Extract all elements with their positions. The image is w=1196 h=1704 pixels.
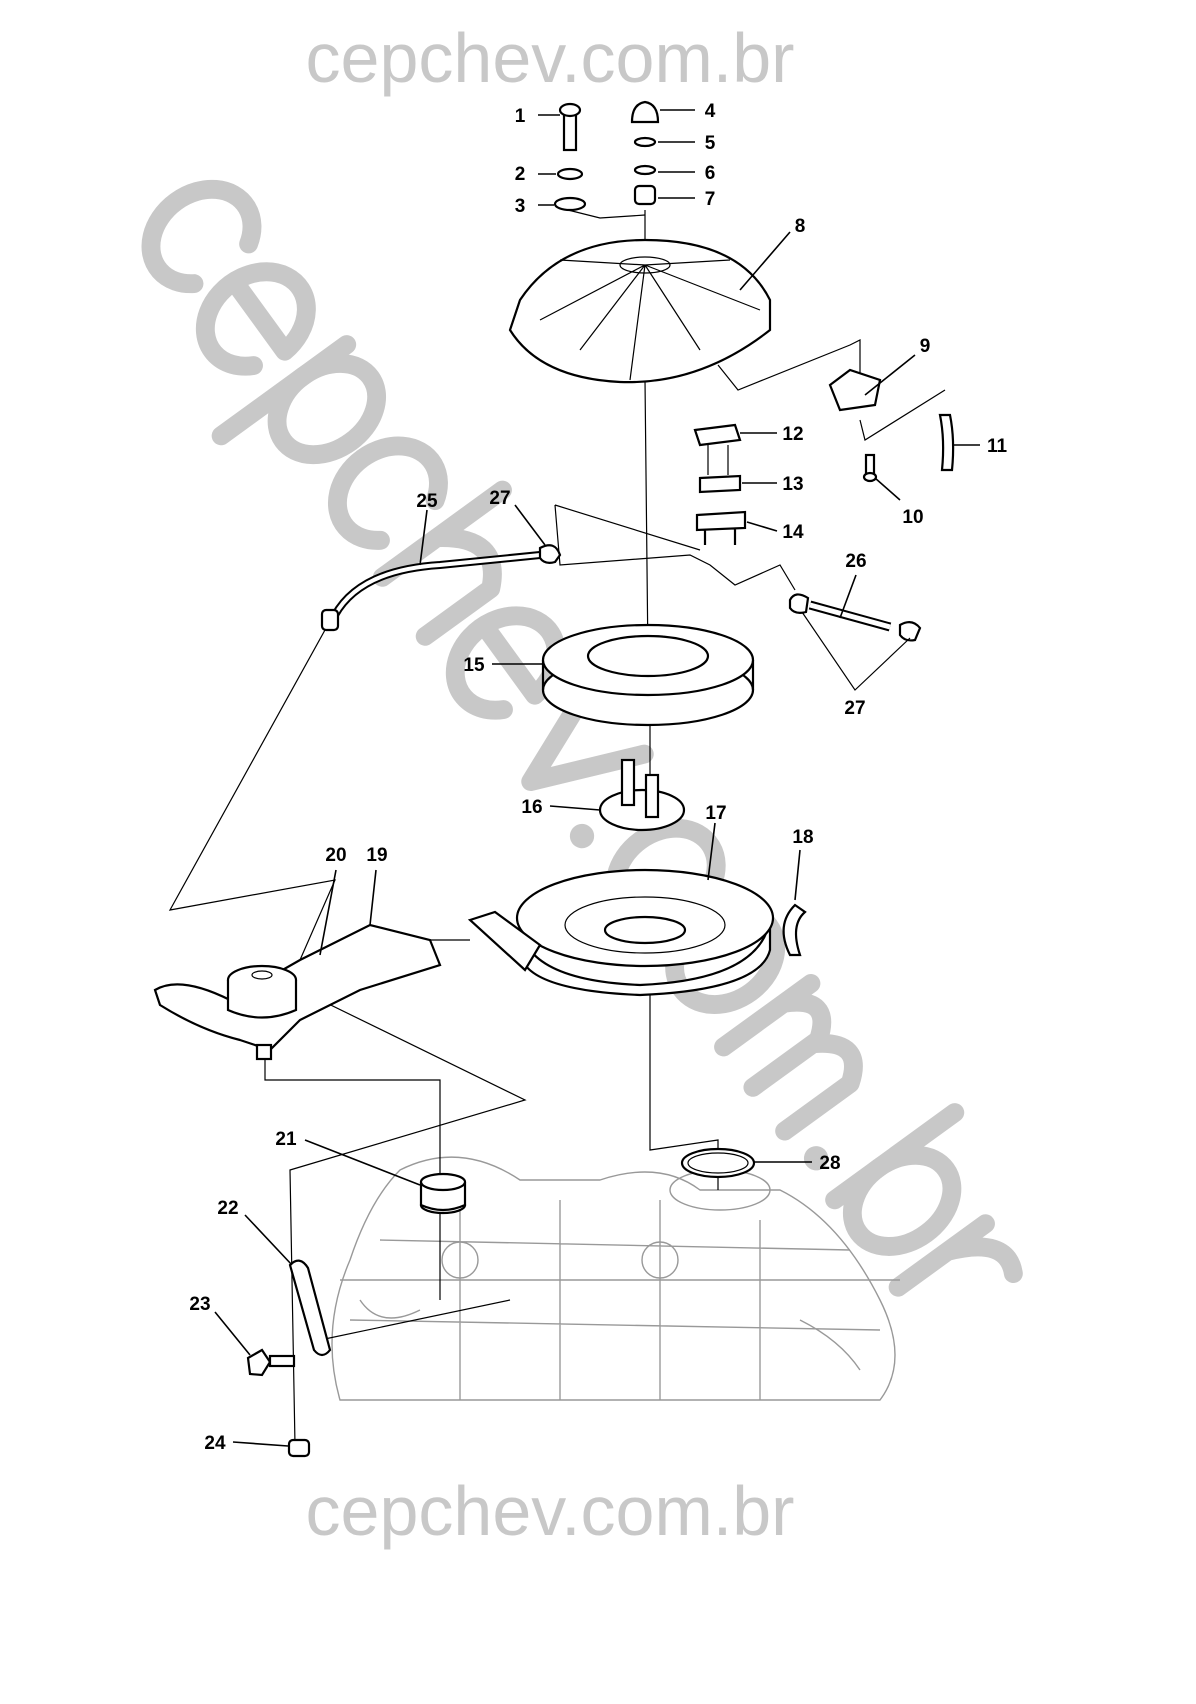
callout-12: 12 xyxy=(782,424,803,445)
callout-leaders xyxy=(214,109,980,1447)
callout-6: 6 xyxy=(705,163,716,184)
callout-27-lower: 27 xyxy=(844,698,865,719)
callout-10: 10 xyxy=(902,507,923,528)
part-sensor-9 xyxy=(828,368,882,412)
callout-17: 17 xyxy=(705,803,726,824)
callout-23: 23 xyxy=(189,1294,210,1315)
engine-outline xyxy=(331,1156,900,1401)
callout-16: 16 xyxy=(521,797,542,818)
part-gasket-13 xyxy=(698,474,742,494)
callout-26: 26 xyxy=(845,551,866,572)
watermark-bottom: cepchev.com.br xyxy=(306,1472,795,1550)
part-cap-24 xyxy=(287,1438,311,1458)
part-screw-10 xyxy=(862,453,878,483)
part-snorkel-19-20 xyxy=(153,923,470,1061)
callout-14: 14 xyxy=(782,522,804,543)
part-bracket-22 xyxy=(288,1259,332,1357)
part-gasket-28 xyxy=(680,1147,756,1179)
part-bracket-14 xyxy=(695,510,747,545)
callout-2: 2 xyxy=(515,164,526,185)
callout-20: 20 xyxy=(325,845,346,866)
callout-3: 3 xyxy=(515,196,526,217)
callout-22: 22 xyxy=(217,1198,238,1219)
part-washer-3 xyxy=(553,196,587,212)
callout-24: 24 xyxy=(204,1433,226,1454)
part-hose-25 xyxy=(320,551,541,632)
part-clip-18 xyxy=(782,903,807,957)
part-air-cleaner-body-17 xyxy=(467,868,775,997)
part-filter-element-15 xyxy=(541,623,755,727)
part-adapter-16 xyxy=(598,758,686,832)
part-washer-5 xyxy=(633,136,657,148)
callout-25: 25 xyxy=(416,491,438,512)
callout-28: 28 xyxy=(819,1153,840,1174)
callout-15: 15 xyxy=(463,655,485,676)
part-bolt-23 xyxy=(246,1348,296,1377)
watermark-top: cepchev.com.br xyxy=(306,19,795,97)
leader-27b xyxy=(801,611,911,691)
callout-1: 1 xyxy=(515,106,526,127)
part-valve-12 xyxy=(693,423,742,475)
part-nut-4 xyxy=(630,100,660,124)
callout-4: 4 xyxy=(705,101,716,122)
callout-8: 8 xyxy=(795,216,806,237)
callout-19: 19 xyxy=(366,845,387,866)
part-washer-6 xyxy=(633,164,657,176)
callout-21: 21 xyxy=(275,1129,297,1150)
callout-9: 9 xyxy=(920,336,931,357)
part-hose-11 xyxy=(938,413,955,472)
callout-5: 5 xyxy=(705,133,716,154)
callout-18: 18 xyxy=(792,827,813,848)
part-grommet-7 xyxy=(633,184,657,206)
callout-11: 11 xyxy=(987,436,1008,457)
callout-13: 13 xyxy=(782,474,803,495)
part-air-cleaner-cover-8 xyxy=(508,238,772,384)
callout-7: 7 xyxy=(705,189,716,210)
part-seal-21 xyxy=(419,1172,467,1215)
part-bolt-1 xyxy=(558,102,582,152)
part-elbow-27a xyxy=(538,544,562,564)
callout-27-upper: 27 xyxy=(489,488,510,509)
part-washer-2 xyxy=(556,167,584,181)
part-tube-26 xyxy=(788,593,922,642)
